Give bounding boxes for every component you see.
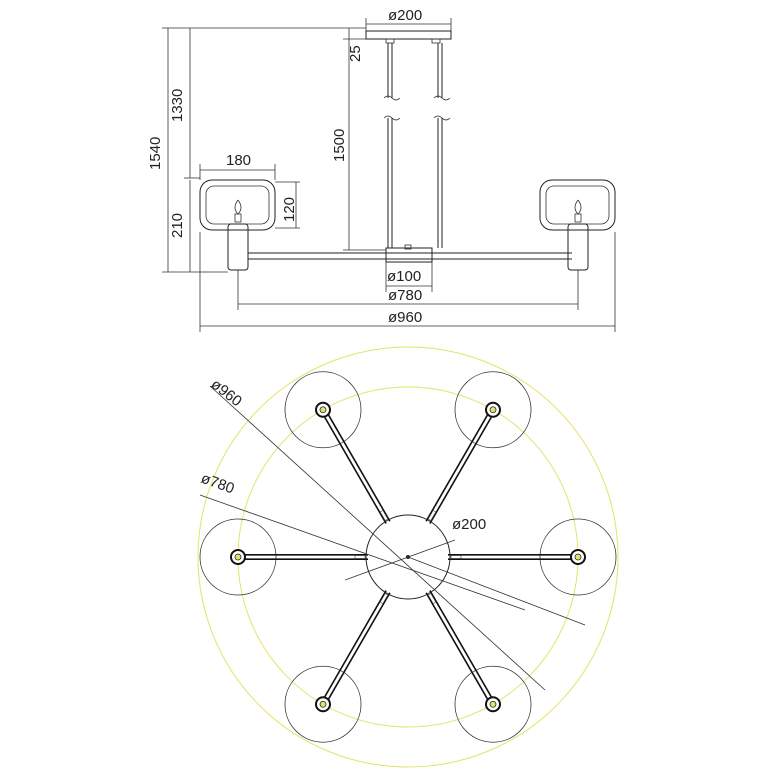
arm-joint-mark <box>450 555 462 559</box>
dim-label-rod-length: 1500 <box>331 129 348 162</box>
arm-line <box>320 590 387 704</box>
arm-line <box>324 592 391 706</box>
dim-label-arm-circle: ø780 <box>199 470 237 498</box>
arm-line <box>324 408 391 522</box>
socket-bulb <box>234 553 242 561</box>
dim-label-outer-circle: ø960 <box>208 376 245 410</box>
dim-label-lamp-height: 210 <box>169 213 186 238</box>
dim-lamp-height: 210 <box>169 180 191 272</box>
dim-rod-length: 1500 25 <box>331 28 386 251</box>
left-lamp <box>199 179 276 271</box>
dim-label-shade-height: 120 <box>281 197 298 222</box>
right-lamp <box>539 179 616 271</box>
hub-screw <box>404 244 412 250</box>
dim-top-plate: ø200 <box>365 7 452 32</box>
arm-joint-mark <box>379 509 389 521</box>
shade-circle <box>284 665 362 743</box>
dim-label-top-plate: ø200 <box>388 7 422 24</box>
shade-circle <box>539 518 617 596</box>
suspension-rods <box>383 43 451 248</box>
dim-drop-height: 1330 <box>169 28 200 179</box>
guide-circle-outer <box>197 346 619 768</box>
dim-label-overall-span: ø960 <box>388 309 422 326</box>
socket-bulb <box>489 700 497 708</box>
dim-label-hub-circle: ø200 <box>452 516 486 533</box>
canopy-nub-left <box>385 38 395 44</box>
socket-bulb <box>319 700 327 708</box>
top-view: ø960 ø780 ø200 <box>197 346 619 768</box>
dim-hub: ø100 <box>385 262 433 292</box>
arm-joint-mark <box>427 593 437 605</box>
dim-label-overall-height: 1540 <box>147 137 164 170</box>
socket-bulb <box>489 406 497 414</box>
leader-lines <box>199 385 586 691</box>
top-hub-circle <box>365 514 451 600</box>
dim-label-canopy-height: 25 <box>347 45 364 62</box>
shade-circle <box>454 371 532 449</box>
hub <box>385 247 433 263</box>
dim-label-hub: ø100 <box>387 268 421 285</box>
shade-circle <box>454 665 532 743</box>
canopy-nub-right <box>431 38 441 44</box>
dim-shade-width: 180 <box>199 152 276 180</box>
arm-joint-mark <box>354 555 366 559</box>
shade-circle <box>284 371 362 449</box>
dim-overall-height: 1540 <box>147 27 366 273</box>
dim-overall-span: ø960 <box>199 232 616 332</box>
socket-bulb <box>574 553 582 561</box>
canopy-plate <box>365 30 452 40</box>
dim-label-arm-span: ø780 <box>388 287 422 304</box>
arm-line <box>425 592 492 706</box>
arms-group <box>199 371 617 743</box>
arm-line <box>429 590 496 704</box>
dim-label-drop-height: 1330 <box>169 89 186 122</box>
side-view: ø200 <box>147 7 616 332</box>
arm-line <box>425 408 492 522</box>
arm-joint-mark <box>379 593 389 605</box>
arm-line <box>320 410 387 524</box>
dim-label-shade-width: 180 <box>226 152 251 169</box>
dim-shade-height: 120 <box>275 181 300 229</box>
shade-circle <box>199 518 277 596</box>
horizontal-arm <box>248 252 572 260</box>
arm-line <box>429 410 496 524</box>
socket-bulb <box>319 406 327 414</box>
arm-joint-mark <box>427 509 437 521</box>
dim-arm-span: ø780 <box>237 270 579 310</box>
